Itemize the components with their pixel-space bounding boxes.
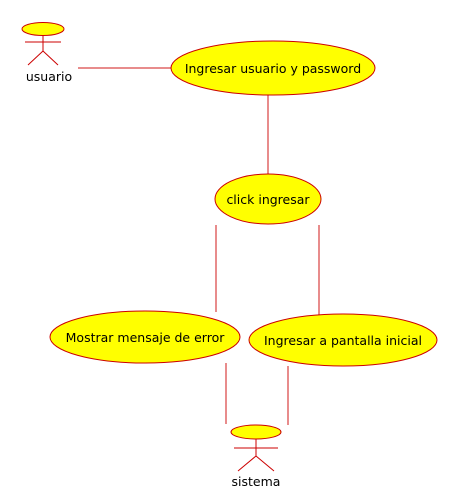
actor-usuario-label: usuario: [26, 69, 72, 84]
use-case-login-shape: [170, 40, 376, 96]
use-case-error: Mostrar mensaje de error: [49, 310, 241, 364]
use-case-click: click ingresar: [214, 173, 322, 225]
use-case-home-label: Ingresar a pantalla inicial: [264, 333, 422, 348]
actor-usuario-leg-right: [42, 50, 59, 66]
use-case-login: Ingresar usuario y password: [170, 40, 376, 96]
actor-sistema: [230, 424, 282, 472]
actor-sistema-leg-left: [237, 455, 257, 472]
use-case-error-shape: [49, 310, 241, 364]
use-case-home: Ingresar a pantalla inicial: [248, 313, 438, 367]
use-case-login-label: Ingresar usuario y password: [185, 61, 361, 76]
actor-usuario-leg-left: [27, 50, 44, 66]
use-case-click-shape: [214, 173, 322, 225]
actor-sistema-label: sistema: [232, 474, 281, 489]
actor-sistema-leg-right: [255, 455, 275, 472]
actor-usuario: [21, 22, 65, 66]
actor-sistema-head: [230, 424, 282, 440]
use-case-click-label: click ingresar: [226, 192, 310, 207]
actor-usuario-head: [21, 22, 65, 36]
connectors: [78, 67, 320, 425]
use-case-error-label: Mostrar mensaje de error: [66, 330, 226, 345]
use-case-home-shape: [248, 313, 438, 367]
